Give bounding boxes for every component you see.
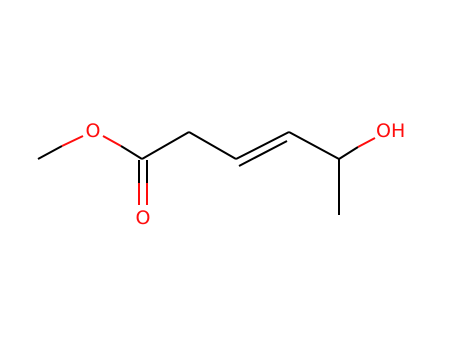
bond-c5-hydroxyl [338,137,376,160]
atom-label-carbonyl-oxygen: O [136,207,151,229]
atom-label-ester-oxygen: O [86,120,101,142]
bond-c4-c5 [288,131,340,160]
bond-c2-c3 [188,131,237,160]
bond-ester-oxygen-carbonyl-carbon [102,135,143,160]
bond-carbonyl-double [138,160,148,205]
bond-c1-c2 [141,131,190,160]
bond-c3-c4-double [235,131,290,167]
bond-methyl-ester-oxygen [37,135,84,160]
atom-label-hydroxyl: OH [376,120,405,142]
